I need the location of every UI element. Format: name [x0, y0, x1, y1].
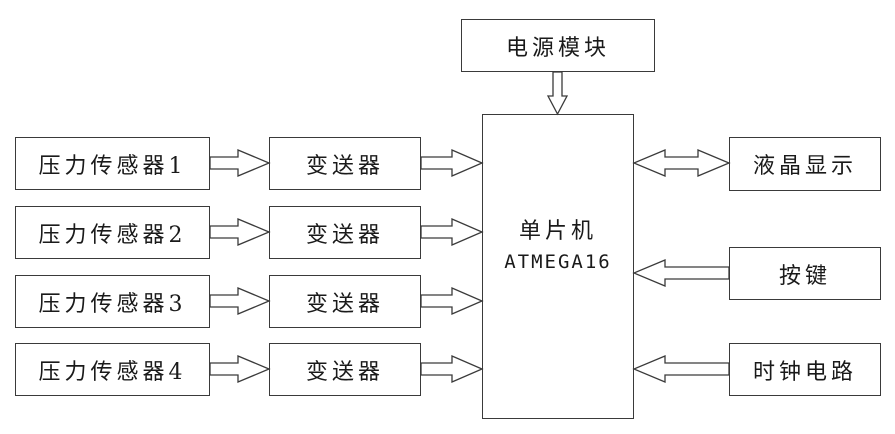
clock-box: 时钟电路 [729, 343, 881, 396]
arrow-transmitter2-to-mcu [420, 218, 484, 246]
transmitter-label: 变送器 [305, 359, 384, 385]
arrow-clock-to-mcu [632, 355, 730, 383]
sensor-box-1: 压力传感器1 [15, 137, 210, 190]
sensor-label: 压力传感器2 [38, 222, 187, 248]
clock-label: 时钟电路 [752, 359, 857, 385]
sensor-label: 压力传感器1 [38, 153, 187, 179]
arrow-transmitter1-to-mcu [420, 149, 484, 177]
transmitter-label: 变送器 [305, 153, 384, 179]
transmitter-box-1: 变送器 [269, 137, 421, 190]
mcu-model: ATMEGA16 [504, 251, 612, 273]
transmitter-box-3: 变送器 [269, 275, 421, 328]
arrow-power-to-mcu [546, 71, 569, 116]
lcd-box: 液晶显示 [729, 137, 881, 191]
power-module-box: 电源模块 [461, 19, 655, 72]
lcd-label: 液晶显示 [752, 154, 857, 179]
mcu-label: 单片机 [518, 219, 597, 244]
arrow-sensor4-to-transmitter4 [209, 355, 271, 383]
mcu-box: 单片机 ATMEGA16 [482, 114, 634, 419]
arrow-transmitter4-to-mcu [420, 355, 484, 383]
transmitter-label: 变送器 [305, 222, 384, 248]
arrow-sensor3-to-transmitter3 [209, 287, 271, 315]
transmitter-label: 变送器 [305, 291, 384, 317]
sensor-box-3: 压力传感器3 [15, 275, 210, 328]
arrow-sensor1-to-transmitter1 [209, 149, 271, 177]
sensor-label: 压力传感器3 [38, 291, 187, 317]
arrow-sensor2-to-transmitter2 [209, 218, 271, 246]
sensor-box-2: 压力传感器2 [15, 206, 210, 259]
sensor-box-4: 压力传感器4 [15, 343, 210, 396]
power-module-label: 电源模块 [505, 35, 610, 61]
keys-box: 按键 [729, 247, 881, 300]
sensor-label: 压力传感器4 [38, 359, 187, 385]
arrow-mcu-lcd-bidirectional [632, 149, 731, 177]
transmitter-box-2: 变送器 [269, 206, 421, 259]
transmitter-box-4: 变送器 [269, 343, 421, 396]
keys-label: 按键 [778, 263, 831, 289]
arrow-keys-to-mcu [632, 259, 730, 287]
arrow-transmitter3-to-mcu [420, 287, 484, 315]
